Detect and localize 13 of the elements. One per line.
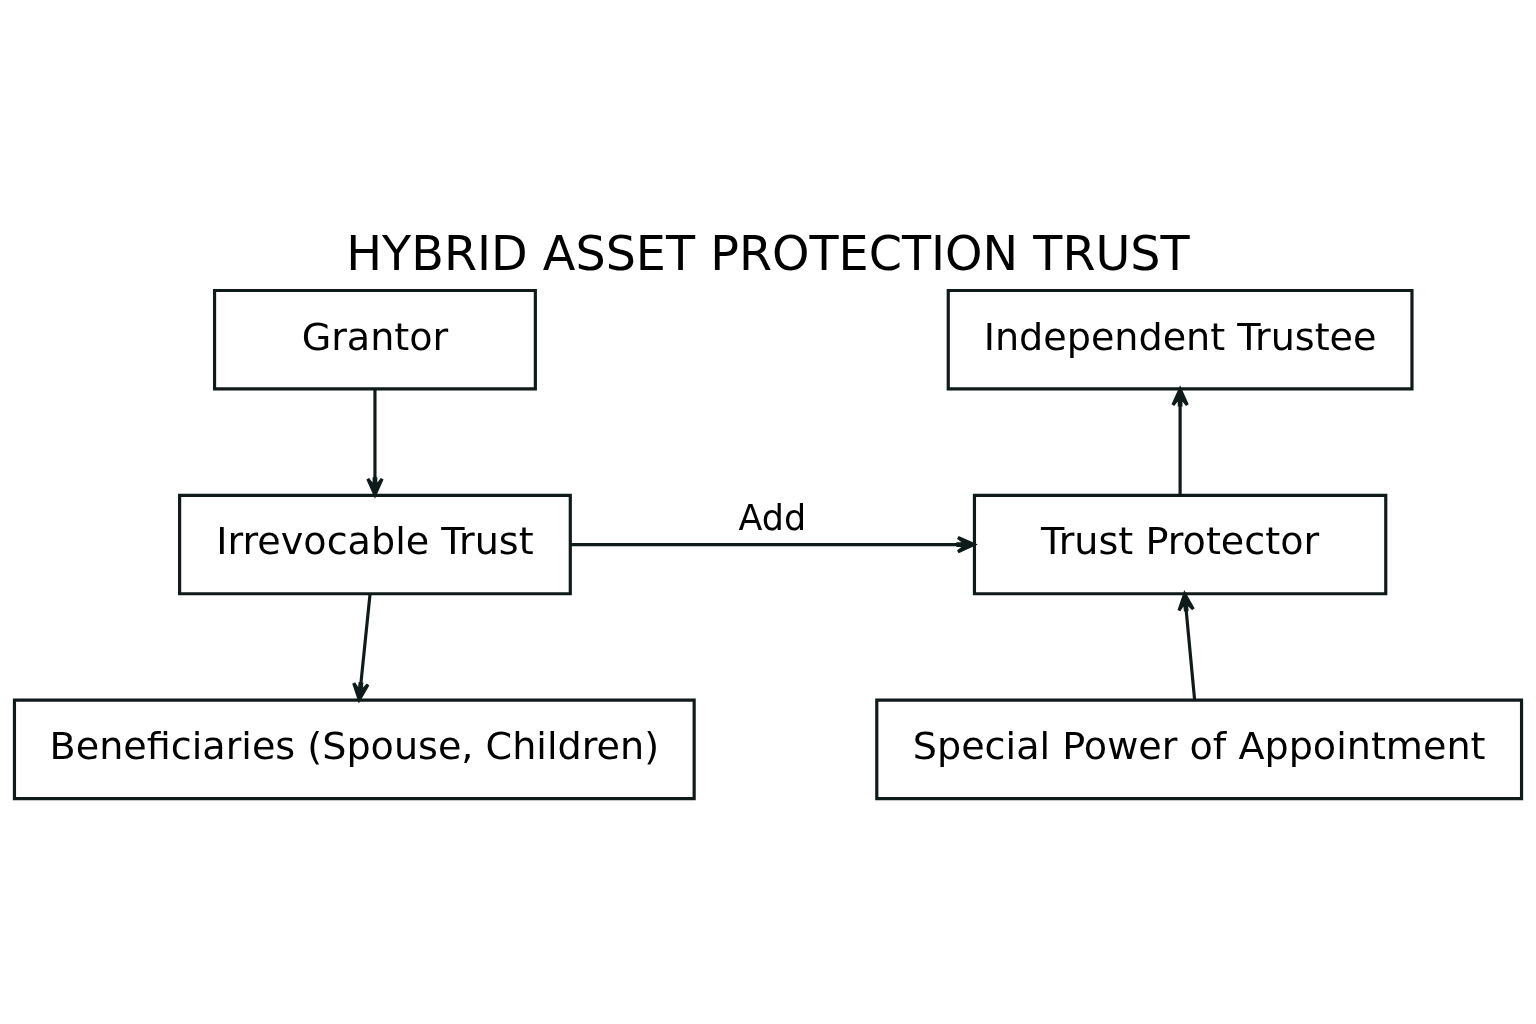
node-box: Independent Trustee (946, 288, 1414, 391)
arrow (352, 593, 372, 702)
diagram-title: HYBRID ASSET PROTECTION TRUST (346, 225, 1190, 281)
node-box: Trust Protector (972, 493, 1388, 596)
arrow (366, 389, 384, 497)
node-box: Irrevocable Trust (178, 493, 572, 596)
edge-label: Add (738, 497, 807, 538)
node-box: Grantor (212, 288, 537, 391)
node-box: Special Power of Appointment (875, 698, 1524, 801)
arrow (1177, 592, 1197, 700)
arrow (570, 535, 976, 554)
node-box: Beneficiaries (Spouse, Children) (12, 698, 696, 801)
arrow (1171, 387, 1189, 495)
